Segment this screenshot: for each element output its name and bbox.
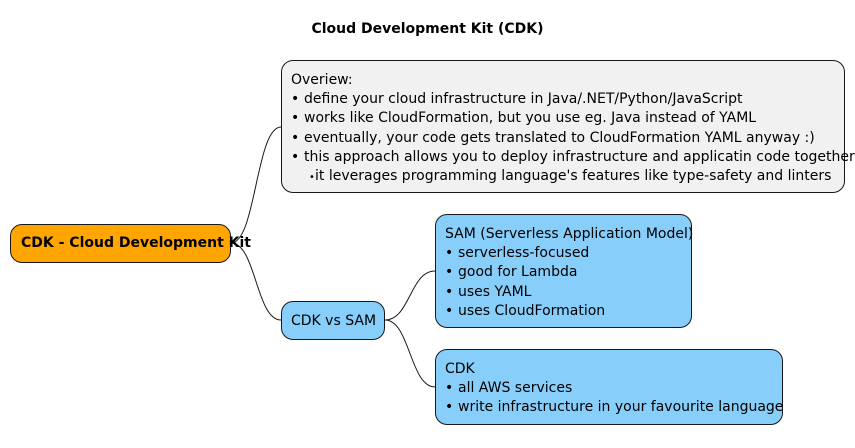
bullet-icon: • — [291, 110, 300, 127]
sam-node: SAM (Serverless Application Model) •serv… — [435, 214, 694, 328]
list-item: •uses YAML — [445, 283, 691, 302]
sam-heading: SAM (Serverless Application Model) — [445, 226, 694, 242]
cdk-node: CDK •all AWS services •write infrastruct… — [435, 349, 783, 425]
bullet-icon: • — [291, 129, 300, 146]
bullet-icon: • — [445, 264, 454, 281]
list-item: •uses CloudFormation — [445, 302, 691, 321]
connector-root-comparison — [230, 242, 282, 321]
bullet-icon: • — [291, 91, 300, 108]
list-item: •serverless-focused — [445, 244, 691, 263]
root-node-label: CDK - Cloud Development Kit — [21, 235, 251, 251]
bullet-icon: • — [445, 302, 454, 319]
bullet-icon: • — [445, 283, 454, 300]
list-item: •define your cloud infrastructure in Jav… — [291, 90, 844, 109]
bullet-icon: • — [445, 399, 454, 416]
comparison-node-label: CDK vs SAM — [291, 313, 377, 329]
cdk-heading: CDK — [445, 361, 475, 377]
list-item: •good for Lambda — [445, 263, 691, 282]
bullet-icon: • — [291, 148, 300, 165]
connector-comparison-sam — [384, 270, 436, 321]
overview-heading: Overiew: — [291, 72, 353, 88]
list-item: •works like CloudFormation, but you use … — [291, 109, 844, 128]
list-item: •this approach allows you to deploy infr… — [291, 148, 855, 167]
connector-comparison-cdk — [384, 319, 436, 388]
list-item: •write infrastructure in your favourite … — [445, 398, 783, 417]
list-subitem: •it leverages programming language's fea… — [291, 167, 844, 186]
overview-node: Overiew: •define your cloud infrastructu… — [281, 60, 855, 193]
connector-root-overview — [230, 126, 282, 244]
bullet-icon: • — [445, 380, 454, 397]
root-node: CDK - Cloud Development Kit — [10, 224, 251, 263]
bullet-icon: • — [309, 171, 315, 183]
list-item: •eventually, your code gets translated t… — [291, 129, 844, 148]
bullet-icon: • — [445, 245, 454, 262]
diagram-title: Cloud Development Kit (CDK) — [311, 21, 544, 37]
comparison-node: CDK vs SAM — [281, 301, 385, 340]
list-item: •all AWS services — [445, 379, 782, 398]
